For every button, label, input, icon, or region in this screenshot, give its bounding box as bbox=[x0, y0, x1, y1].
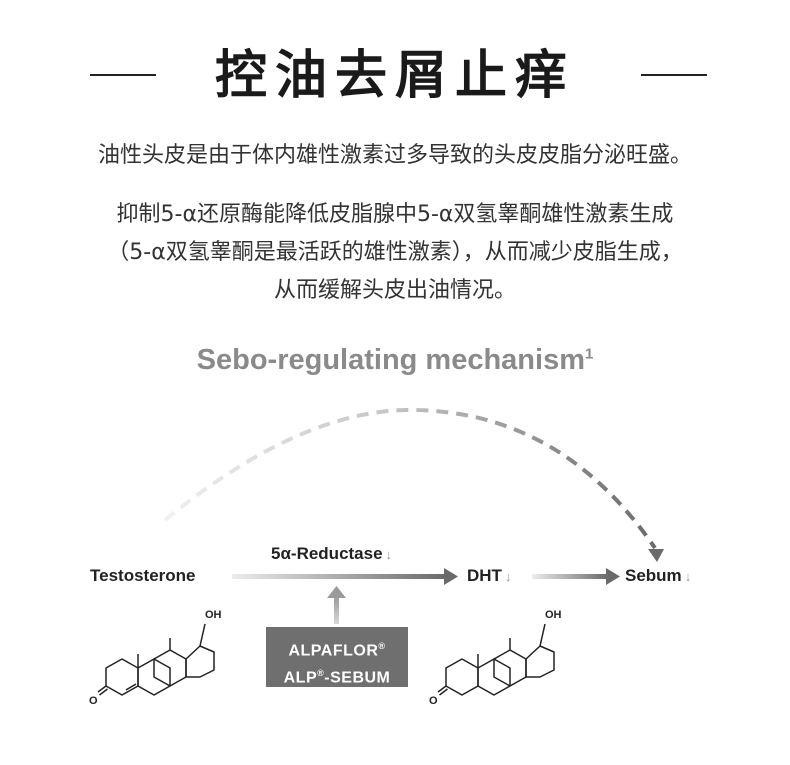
paragraph-line-1: 抑制5-α还原酶能降低皮脂腺中5-α双氢睾酮雄性激素生成 bbox=[116, 202, 674, 227]
product-line-2-suffix: -SEBUM bbox=[324, 669, 391, 687]
enzyme-label-text: 5α-Reductase bbox=[271, 544, 383, 563]
mechanism-footnote: 1 bbox=[585, 345, 594, 363]
product-badge: ALPAFLOR® ALP®-SEBUM bbox=[266, 627, 408, 687]
product-line-2-registered: ® bbox=[317, 668, 325, 679]
dashed-arc-arrowhead bbox=[648, 549, 664, 562]
paragraph-line-2: （5-α双氢睾酮是最活跃的雄性激素），从而减少皮脂生成， bbox=[107, 240, 683, 265]
product-line-1-registered: ® bbox=[378, 641, 386, 651]
product-line-1-text: ALPAFLOR bbox=[288, 642, 379, 660]
enzyme-label: 5α-Reductase↓ bbox=[271, 544, 392, 564]
paragraph-line-3: 从而缓解头皮出油情况。 bbox=[273, 278, 516, 303]
sebum-label-text: Sebum bbox=[625, 566, 682, 585]
title-row: 控油去屑止痒 bbox=[0, 36, 790, 116]
page-title: 控油去屑止痒 bbox=[214, 46, 575, 106]
inhibit-arrow-shaft bbox=[334, 596, 339, 624]
explanation-paragraph: 抑制5-α还原酶能降低皮脂腺中5-α双氢睾酮雄性激素生成 （5-α双氢睾酮是最活… bbox=[0, 196, 790, 310]
dashed-arc-arrow bbox=[163, 407, 657, 550]
enzyme-down-arrow-icon: ↓ bbox=[385, 547, 393, 562]
testosterone-oh-label: OH bbox=[205, 609, 222, 621]
dht-structure bbox=[437, 623, 555, 696]
dht-label: DHT↓ bbox=[467, 566, 511, 586]
dht-label-text: DHT bbox=[467, 566, 502, 585]
dht-down-arrow-icon: ↓ bbox=[504, 569, 512, 584]
testosterone-label: Testosterone bbox=[90, 566, 196, 585]
title-right-rule bbox=[641, 74, 707, 76]
mechanism-title: Sebo-regulating mechanism1 bbox=[0, 344, 790, 377]
testosterone-o-label: O bbox=[89, 695, 98, 707]
arrow-testosterone-dht-head bbox=[444, 568, 458, 585]
arrow-testosterone-dht-shaft bbox=[232, 574, 446, 579]
testosterone-structure bbox=[97, 623, 215, 696]
product-line-2-prefix: ALP bbox=[283, 669, 318, 687]
intro-text: 油性头皮是由于体内雄性激素过多导致的头皮皮脂分泌旺盛。 bbox=[97, 143, 692, 168]
dht-oh-label: OH bbox=[545, 609, 562, 621]
sebum-label: Sebum↓ bbox=[625, 566, 691, 586]
dht-o-label: O bbox=[429, 695, 438, 707]
product-line-2: ALP®-SEBUM bbox=[266, 662, 408, 689]
sebum-down-arrow-icon: ↓ bbox=[684, 569, 692, 584]
product-line-1: ALPAFLOR® bbox=[266, 635, 408, 662]
arrow-dht-sebum-head bbox=[606, 568, 620, 585]
mechanism-title-text: Sebo-regulating mechanism bbox=[196, 344, 585, 376]
inhibit-arrow-head bbox=[327, 586, 346, 598]
title-left-rule bbox=[90, 74, 156, 76]
arrow-dht-sebum-shaft bbox=[532, 574, 608, 579]
